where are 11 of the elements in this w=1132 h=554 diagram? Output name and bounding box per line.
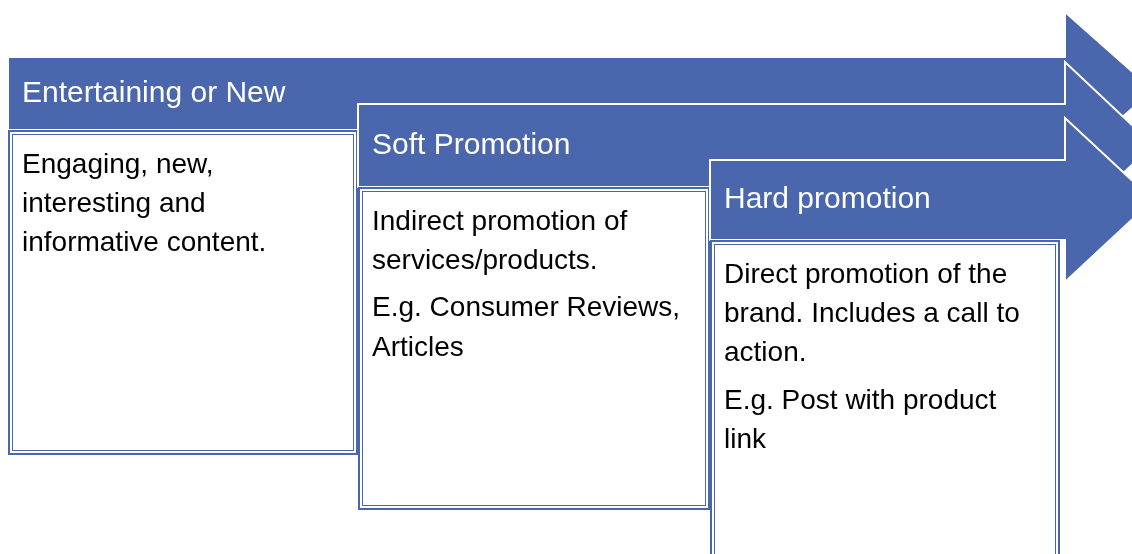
arrow-heading: Soft Promotion — [372, 128, 571, 159]
body-text: E.g. Post with product link — [724, 382, 998, 456]
arrow-heading: Hard promotion — [724, 183, 931, 213]
text-box — [358, 187, 710, 510]
body-text: Indirect promotion of services/products. — [372, 204, 629, 278]
arrow-heading: Entertaining or New — [22, 76, 286, 107]
body-text: E.g. Consumer Reviews, Articles — [372, 290, 682, 364]
text-box — [8, 130, 358, 455]
body-text: Direct promotion of the brand. Includes a call to action. — [724, 257, 1021, 370]
body-text: Engaging, new, interesting and informative content. — [22, 147, 268, 260]
text-box — [710, 240, 1060, 554]
